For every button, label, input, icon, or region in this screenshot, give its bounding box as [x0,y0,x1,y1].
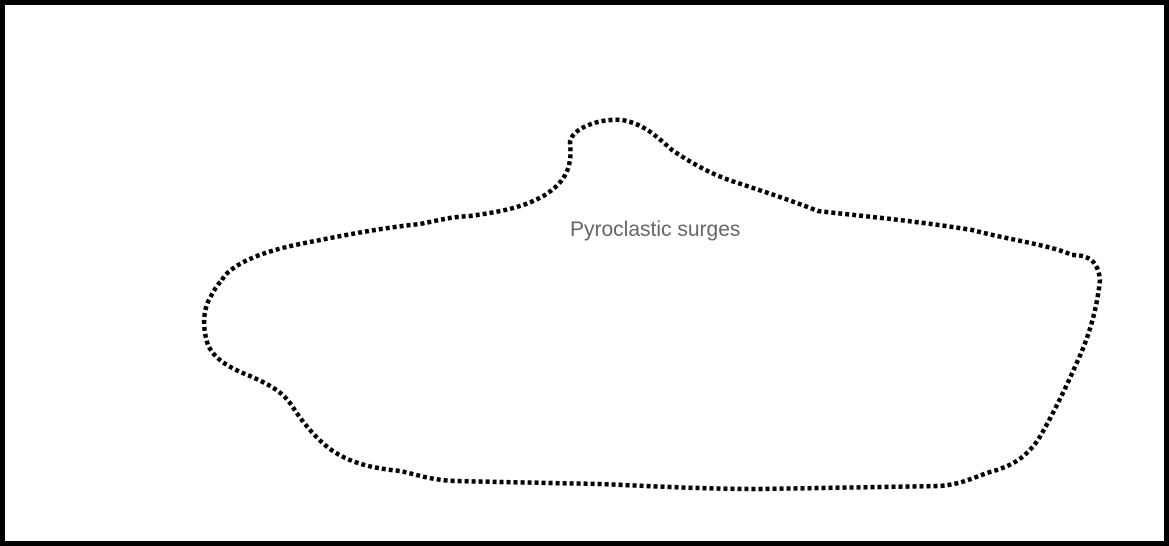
region-label: Pyroclastic surges [570,218,741,241]
pyroclastic-surge-outline [201,117,1103,492]
